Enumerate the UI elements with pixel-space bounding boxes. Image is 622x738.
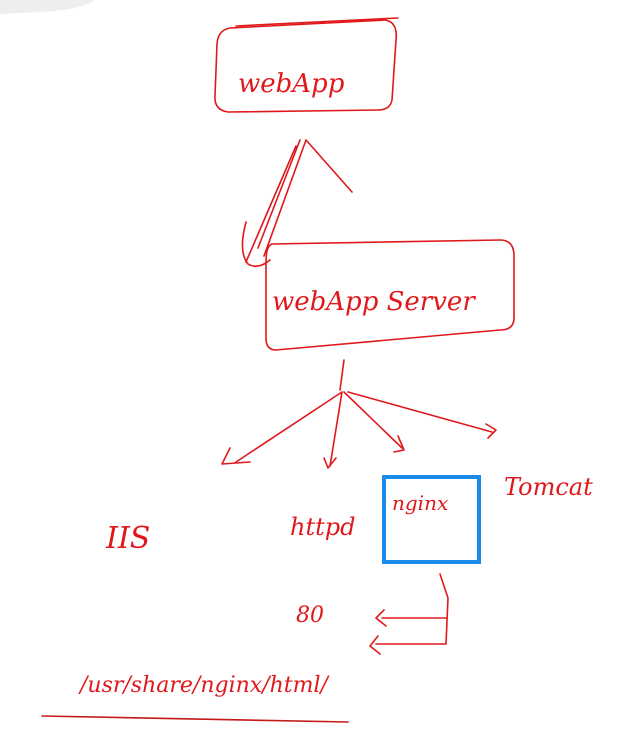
arrow-head-httpd	[323, 457, 337, 469]
webapp-box-top-stroke	[235, 17, 399, 27]
bottom-underline	[41, 715, 349, 723]
arrow-head-tomcat	[485, 423, 497, 439]
path-label: /usr/share/nginx/html/	[78, 673, 331, 698]
nginx-label: nginx	[392, 491, 448, 515]
port-label: 80	[296, 603, 324, 628]
arrow-head-nginx	[393, 435, 405, 453]
webapp-label: webApp	[238, 69, 345, 99]
nginx-highlight-box	[382, 475, 481, 564]
bracket-arrow-port	[375, 609, 387, 627]
tomcat-label: Tomcat	[504, 473, 593, 501]
server-box	[265, 239, 515, 351]
corner-shadow	[0, 0, 95, 14]
iis-label: IIS	[105, 521, 150, 556]
server-label: webApp Server	[272, 287, 476, 317]
httpd-label: httpd	[290, 513, 355, 541]
webapp-box	[214, 19, 398, 113]
arrow-head-server	[241, 221, 271, 268]
arrow-server-fanout	[235, 359, 493, 467]
arrow-head-iis	[221, 447, 251, 465]
arrow-webapp-to-server	[245, 139, 353, 263]
bracket-arrow-path	[369, 635, 381, 655]
nginx-bracket	[375, 573, 449, 645]
